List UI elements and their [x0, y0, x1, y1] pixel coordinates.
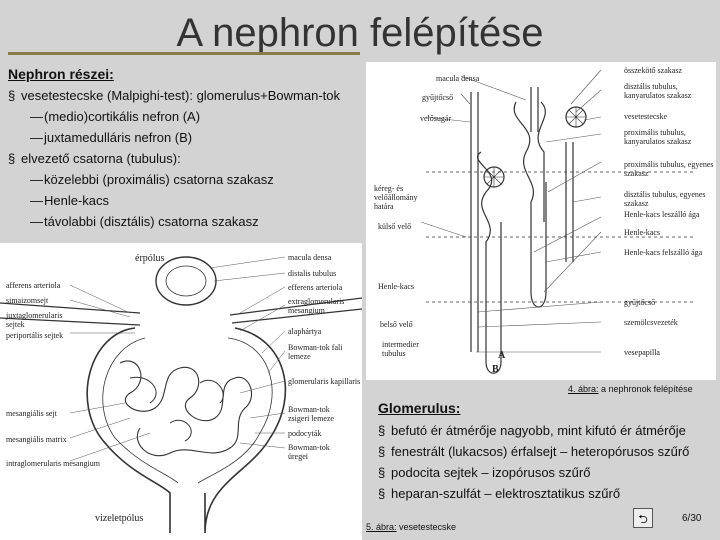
list-item: §elvezető csatorna (tubulus):	[8, 148, 340, 169]
fig4-label: disztális tubulus, kanyarulatos szakasz	[624, 82, 714, 100]
fig4-label: disztális tubulus, egyenes szakasz	[624, 190, 714, 208]
dash-icon: ―	[30, 127, 44, 148]
fig5-label: vizeletpólus	[95, 513, 143, 524]
fig5-label: alaphártya	[288, 327, 321, 336]
fig4-label: külső velő	[378, 222, 411, 231]
fig4-label: Henle-kacs leszálló ága	[624, 210, 700, 219]
fig5-label: extraglomerularis mesangium	[288, 297, 360, 315]
list-item: ―(medio)cortikális nefron (A)	[8, 106, 340, 127]
fig5-label: Bowman-tok üregei	[288, 443, 348, 461]
list-item: §heparan-szulfát – elektrosztatikus szűr…	[378, 483, 689, 504]
fig5-label: periportális sejtek	[6, 331, 63, 340]
list-item: ―juxtamedulláris nefron (B)	[8, 127, 340, 148]
fig4-label: kéreg- és velőállomány határa	[374, 184, 424, 211]
list-item: §podocita sejtek – izopórusos szűrő	[378, 462, 689, 483]
dash-icon: ―	[30, 106, 44, 127]
fig5-label: mesangiális matrix	[6, 435, 67, 444]
fig4-label: vesepapilla	[624, 348, 660, 357]
fig5-label: Bowman-tok zsigeri lemeze	[288, 405, 348, 423]
fig5-label: mesangiális sejt	[6, 409, 57, 418]
dash-icon: ―	[30, 190, 44, 211]
fig4-label: szemölcsvezeték	[624, 318, 678, 327]
renal-corpuscle-diagram: érpólus vizeletpólus afferens arteriola …	[0, 243, 362, 540]
fig5-label: efferens arteriola	[288, 283, 342, 292]
fig5-label: glomerularis kapillaris	[288, 377, 360, 386]
list-item: ―Henle-kacs	[8, 190, 340, 211]
fig4-label: belső velő	[380, 320, 413, 329]
dash-icon: ―	[30, 169, 44, 190]
dash-icon: ―	[30, 211, 44, 232]
back-nav-button[interactable]: ⮌	[633, 508, 653, 528]
fig4-letter: A	[498, 350, 505, 361]
fig4-label: proximális tubulus, kanyarulatos szakasz	[624, 128, 714, 146]
fig4-letter: B	[492, 364, 499, 375]
fig5-label: juxtaglomerularis sejtek	[6, 311, 68, 329]
fig5-label: Bowman-tok fali lemeze	[288, 343, 348, 361]
fig5-caption: 5. ábra: vesetestecske	[366, 522, 456, 532]
list-item: §befutó ér átmérője nagyobb, mint kifutó…	[378, 420, 689, 441]
fig5-label: macula densa	[288, 253, 331, 262]
fig4-label: macula densa	[436, 74, 479, 83]
list-item: §vesetestecske (Malpighi-test): glomerul…	[8, 85, 340, 106]
bullet-icon: §	[378, 462, 391, 483]
fig4-label: vesetestecske	[624, 112, 667, 121]
nephron-diagram: macula densa gyűjtőcső velősugár kéreg- …	[366, 62, 716, 380]
bullet-icon: §	[378, 483, 391, 504]
section-heading-nephron: Nephron részei:	[8, 66, 114, 82]
title-underline	[8, 52, 360, 55]
fig4-label: összekötő szakasz	[624, 66, 682, 75]
fig5-label: distalis tubulus	[288, 269, 336, 278]
page-number: 6/30	[682, 513, 701, 524]
fig5-label: érpólus	[135, 253, 164, 264]
glomerulus-list: §befutó ér átmérője nagyobb, mint kifutó…	[378, 420, 689, 504]
fig5-label: afferens arteriola	[6, 281, 60, 290]
fig4-label: Henle-kacs felszálló ága	[624, 248, 702, 257]
fig4-label: intermedier tubulus	[382, 340, 426, 358]
fig4-label: gyűjtőcső	[422, 93, 453, 102]
fig5-label: intraglomerularis mesangium	[6, 459, 100, 468]
fig4-label: gyűjtőcső	[624, 298, 655, 307]
slide-title: A nephron felépítése	[0, 10, 720, 56]
fig4-caption: 4. ábra: a nephronok felépítése	[568, 384, 693, 394]
bullet-icon: §	[8, 148, 21, 169]
list-item: §fenestrált (lukacsos) érfalsejt – heter…	[378, 441, 689, 462]
list-item: ―távolabbi (disztális) csatorna szakasz	[8, 211, 340, 232]
fig4-label: proximális tubulus, egyenes szakasz	[624, 160, 714, 178]
nephron-drawing	[366, 62, 716, 380]
fig4-label: velősugár	[420, 114, 451, 123]
bullet-icon: §	[378, 441, 391, 462]
bullet-icon: §	[8, 85, 21, 106]
fig5-label: simaizomsejt	[6, 296, 48, 305]
bullet-icon: §	[378, 420, 391, 441]
fig5-label: podocyták	[288, 429, 321, 438]
fig4-label: Henle-kacs	[624, 228, 660, 237]
nephron-parts-list: §vesetestecske (Malpighi-test): glomerul…	[8, 85, 340, 232]
fig4-label: Henle-kacs	[378, 282, 414, 291]
list-item: ―közelebbi (proximális) csatorna szakasz	[8, 169, 340, 190]
section-heading-glomerulus: Glomerulus:	[378, 400, 460, 416]
